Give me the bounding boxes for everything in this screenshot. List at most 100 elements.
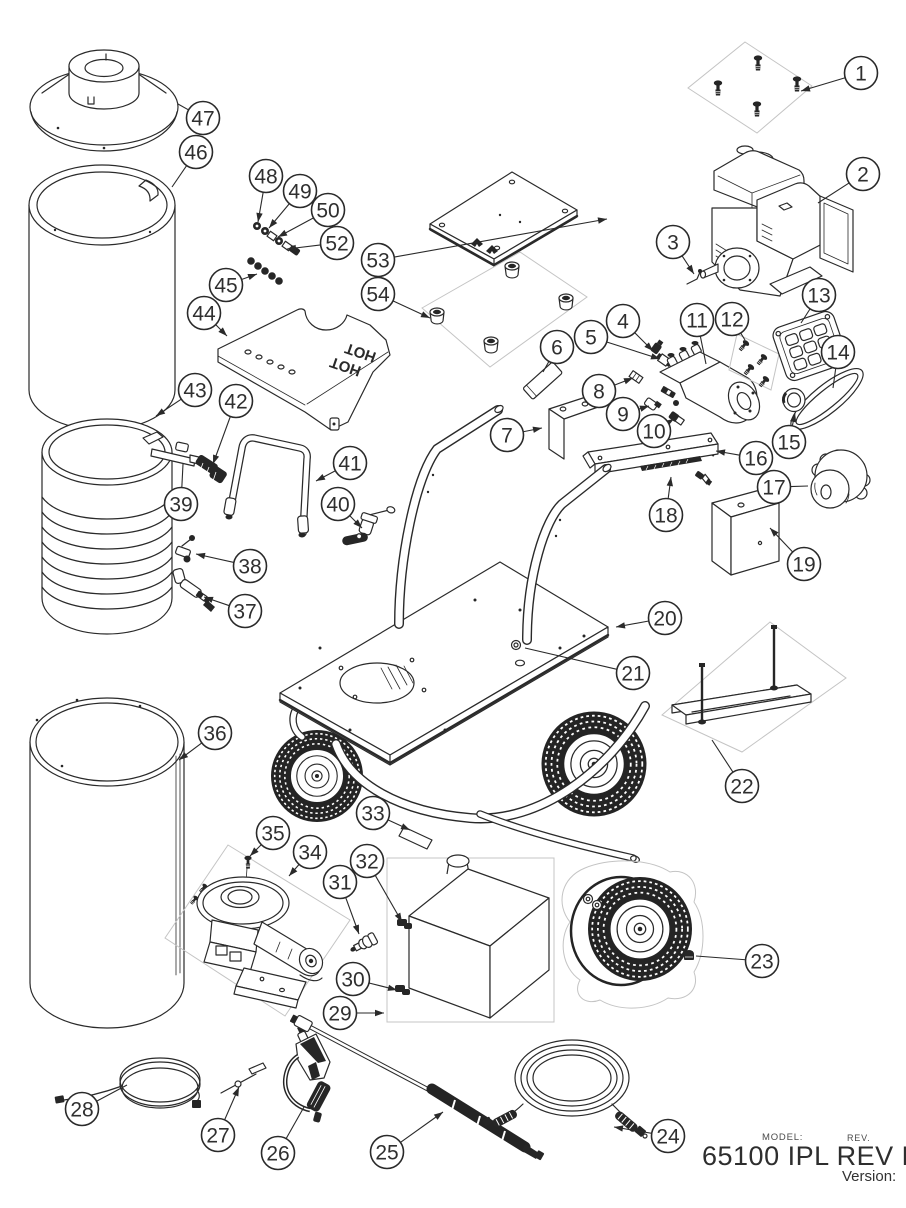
pump-fittings [628,339,685,426]
callout-balloon [648,497,684,533]
leader-arrowhead [278,229,288,237]
callout-number: 46 [184,142,207,165]
axle-bracket-assembly [661,621,847,753]
callout-53: 53 [360,217,608,278]
callout-34: 34 [288,834,328,877]
callout-25: 25 [369,1111,444,1170]
callout-number: 27 [206,1125,229,1148]
leader-arrowhead [420,311,430,318]
callout-balloon [360,242,396,278]
leader-arrowhead [204,596,214,603]
callout-balloon [292,834,328,870]
callout-21: 21 [524,647,651,691]
callout-balloon [177,372,213,408]
callout-number: 12 [720,309,743,332]
callout-balloon [573,319,609,355]
callout-number: 15 [777,432,800,455]
callout-54: 54 [360,276,431,319]
callout-10: 10 [636,413,675,449]
fuel-tank-group [350,854,555,1023]
callout-44: 44 [186,295,228,337]
callout-balloon [650,1118,686,1154]
callout-balloon [714,301,750,337]
callout-balloon [178,134,214,170]
leader-arrowhead [287,244,297,252]
leader-arrowhead [256,212,263,222]
callout-29: 29 [322,995,384,1031]
spray-wand [289,1014,545,1161]
callout-balloon [355,795,391,831]
callout-balloon [248,158,284,194]
callout-47: 47 [177,100,221,136]
callout-35: 35 [249,815,291,857]
base-plate [428,171,579,267]
callout-balloon [186,295,222,331]
leader-arrowhead [616,622,626,629]
axle-nut [684,950,694,960]
callout-balloon [679,302,715,338]
callout-49: 49 [268,173,318,229]
callout-11: 11 [679,302,715,365]
leader-arrowhead [352,924,359,934]
callout-number: 44 [192,303,216,326]
callout-balloon [227,593,263,629]
callout-balloon [655,224,691,260]
spare-wheel-group [561,860,704,1009]
callout-6: 6 [539,329,575,373]
callout-number: 11 [686,310,708,333]
callout-27: 27 [200,1086,240,1153]
belt-pulley [781,387,806,413]
callout-balloon [208,267,244,303]
rail-bracket [553,432,719,513]
callout-48: 48 [248,158,284,223]
leader-arrowhead [353,519,362,528]
callout-24: 24 [613,1118,686,1154]
callout-number: 49 [288,181,311,204]
unloader-valve [342,506,396,546]
engine [699,145,854,297]
leader-arrowhead [790,413,797,423]
callout-18: 18 [648,476,684,533]
callout-number: 21 [621,663,644,686]
pump-assembly [659,341,761,424]
callout-number: 40 [326,494,349,517]
leader-arrowhead [623,378,633,385]
callout-52: 52 [286,225,355,261]
callout-41: 41 [315,445,368,482]
callout-balloon [756,469,792,505]
callout-balloon [845,156,881,192]
leader-arrowhead [644,342,653,351]
leader-arrowhead [156,408,166,416]
callout-balloon [771,424,807,460]
callout-balloon [724,768,760,804]
shaft-key [686,269,702,285]
leader-arrowhead [686,264,694,274]
callout-balloon [322,864,358,900]
cart-frame [270,404,650,863]
callout-balloon [615,655,651,691]
callout-balloon [843,55,879,91]
callout-number: 7 [501,425,513,448]
leader-arrowhead [400,823,410,830]
callout-number: 28 [70,1099,93,1122]
callout-balloon [801,277,837,313]
callout-balloon [581,373,617,409]
u-tube [223,434,311,538]
callout-number: 8 [593,381,605,404]
callout-14: 14 [820,334,856,389]
callout-number: 52 [325,233,348,256]
corner-bracket [711,489,780,576]
callout-50: 50 [277,192,346,238]
callout-number: 17 [762,477,785,500]
callout-number: 4 [617,311,629,334]
callout-20: 20 [615,600,683,636]
callout-number: 35 [261,823,284,846]
callout-balloon [185,100,221,136]
callout-balloon [200,1117,236,1153]
callout-number: 36 [203,723,226,746]
callout-balloon [489,417,525,453]
leader-arrowhead [770,528,779,537]
leader-arrowhead [639,405,649,412]
callout-number: 20 [653,608,676,631]
callout-balloon [539,329,575,365]
